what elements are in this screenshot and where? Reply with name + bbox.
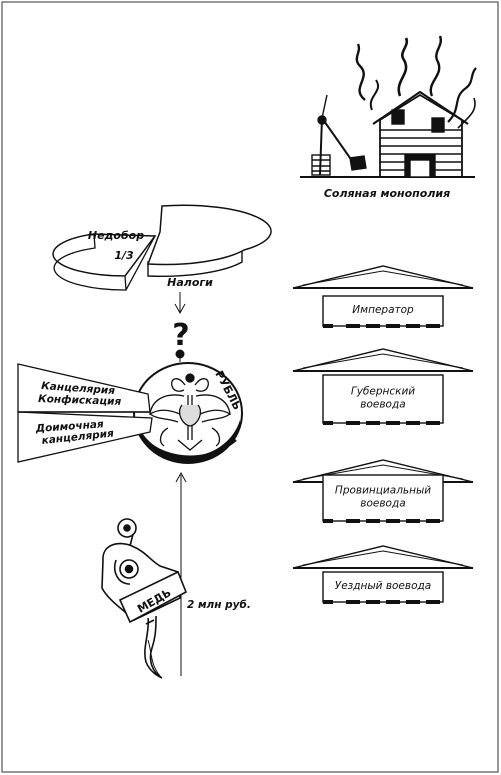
base-block [346,519,360,523]
label-arrears: Доимочная [34,418,104,435]
question-dot [175,349,185,359]
base-block [323,324,333,328]
copper-tag [101,518,188,679]
copper-to-coin-arrow [175,471,187,676]
base-block [426,519,440,523]
roof-shape [292,265,474,289]
question-mark: ? [172,318,189,353]
base-block [323,519,333,523]
pie-band-label: Налоги [167,276,213,289]
base-block [406,324,420,328]
hierarchy-level: Уездный воевода [292,545,474,604]
rank-label: Император [352,304,414,316]
rank-box [322,374,444,424]
base-block [366,600,380,604]
roof-shape [292,545,474,569]
institution-wedges [17,363,153,463]
rank-label: Провинциальный [335,485,431,497]
base-block [406,421,420,425]
hierarchy-level: Император [292,265,474,328]
base-block [386,600,400,604]
pie-fraction-label: 1/3 [114,249,134,262]
rank-label: воевода [360,498,405,510]
double-headed-eagle-emblem [149,373,231,451]
roof-inner-line [302,353,464,369]
salt-house-illustration [300,35,477,178]
pie-slice-label: Недобор [88,229,144,242]
wedge-arrears-office [17,411,153,463]
rank-label: воевода [360,399,405,411]
base-block [366,324,380,328]
base-block [426,421,440,425]
label-confiscation: Конфискация [38,393,122,408]
base-block [366,421,380,425]
copper-amount: 2 млн руб. [187,599,251,611]
salt-caption: Соляная монополия [324,187,450,200]
administrative-hierarchy: ИмператорГубернскийвоеводаПровинциальный… [292,265,474,604]
pie-main-sector [146,204,272,266]
rank-box [322,474,444,522]
tax-pie-chart [52,204,272,291]
base-block [366,519,380,523]
rank-label: Губернский [351,386,415,398]
label-chancellery: Канцелярия [41,380,116,397]
rank-label: Уездный воевода [335,580,431,592]
roof-inner-line [302,550,464,566]
base-block [346,324,360,328]
rank-box [322,571,444,603]
ruble-coin: РУБЛЬ [133,362,244,464]
pie-to-question-arrow [174,292,186,315]
base-block [323,421,333,425]
base-block [386,519,400,523]
roof-shape [292,348,474,372]
roof-inner-line [302,270,464,286]
base-block [386,421,400,425]
base-block [323,600,333,604]
base-block [346,421,360,425]
base-block [406,519,420,523]
base-block [426,324,440,328]
base-block [346,600,360,604]
rank-box [322,295,444,327]
base-block [406,600,420,604]
base-block [426,600,440,604]
base-block [386,324,400,328]
